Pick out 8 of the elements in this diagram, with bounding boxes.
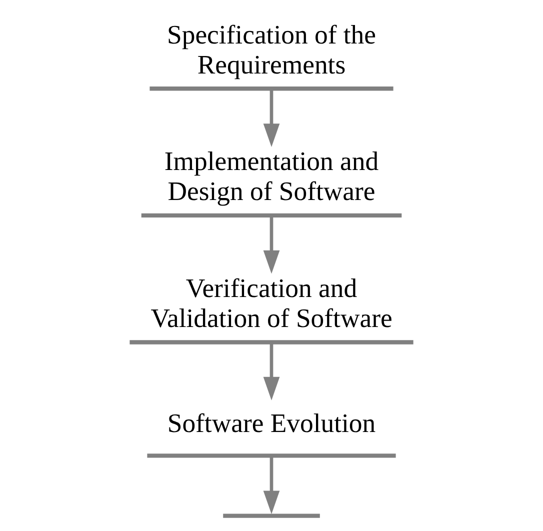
- arrow: [263, 342, 280, 400]
- node-text: Specification of the Requirements: [167, 19, 376, 80]
- node-text: Implementation and Design of Software: [164, 146, 379, 206]
- arrow: [263, 88, 280, 147]
- arrow: [263, 215, 280, 274]
- node-text: Software Evolution: [167, 408, 376, 438]
- node-text: Verification and Validation of Software: [150, 272, 392, 333]
- arrow: [263, 456, 280, 514]
